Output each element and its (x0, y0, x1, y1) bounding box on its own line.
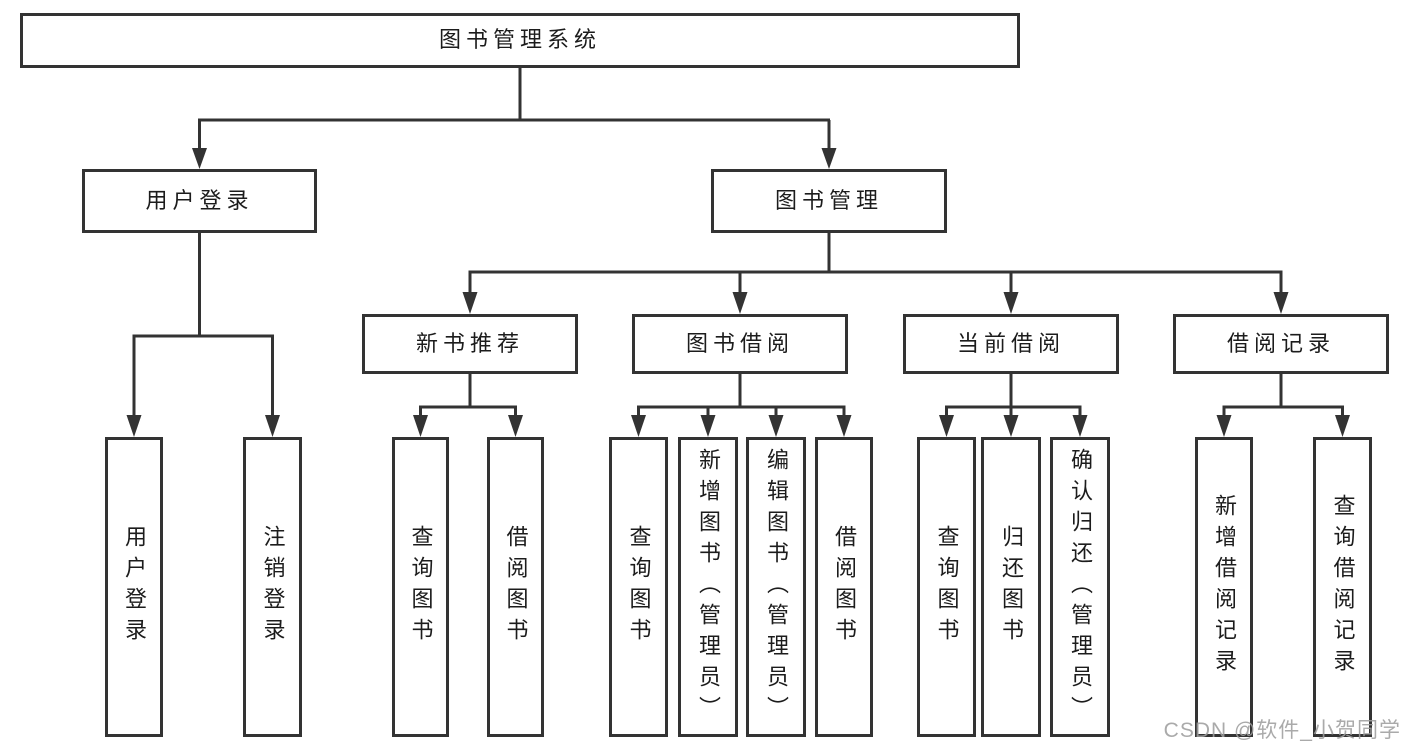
node-label: 借阅记录 (1226, 330, 1335, 356)
node-user-login-leaf: 用户登录 (105, 437, 163, 737)
node-book-borrow: 图书借阅 (632, 314, 848, 374)
connector-book-borrow-to-children (637, 373, 846, 419)
node-logout-leaf: 注销登录 (243, 437, 302, 737)
node-label: 注销登录 (260, 525, 286, 649)
node-label: 借阅图书 (832, 525, 857, 649)
connector-book-management-to-level3 (468, 232, 1283, 296)
node-label: 归还图书 (999, 525, 1024, 649)
node-library-management-system: 图书管理系统 (20, 13, 1020, 68)
node-label: 查询图书 (408, 525, 434, 649)
node-nbr-borrow-books: 借阅图书 (487, 437, 544, 737)
arrowheads-level3 (462, 292, 1289, 314)
node-br-search-borrow-record: 查询借阅记录 (1313, 437, 1372, 737)
node-bb-add-books-admin: 新增图书（管理员） (678, 437, 738, 737)
node-bb-borrow-books: 借阅图书 (815, 437, 873, 737)
arrowheads-leaves (126, 415, 1350, 437)
node-new-book-recommend: 新书推荐 (362, 314, 578, 374)
node-cb-search-books: 查询图书 (917, 437, 976, 737)
arrowheads-level2 (192, 148, 837, 169)
node-label: 图书管理系统 (438, 27, 601, 53)
node-borrow-records: 借阅记录 (1173, 314, 1389, 374)
node-label: 新增图书（管理员） (696, 447, 721, 727)
node-nbr-search-books: 查询图书 (392, 437, 449, 737)
node-bb-edit-books-admin: 编辑图书（管理员） (746, 437, 806, 737)
node-label: 编辑图书（管理员） (764, 447, 789, 727)
node-label: 用户登录 (122, 525, 147, 649)
node-br-add-borrow-record: 新增借阅记录 (1195, 437, 1253, 737)
node-label: 图书借阅 (685, 330, 794, 356)
node-label: 借阅图书 (503, 525, 529, 649)
connector-current-borrow-to-children (945, 373, 1082, 419)
node-label: 新增借阅记录 (1212, 494, 1237, 680)
node-current-borrow: 当前借阅 (903, 314, 1119, 374)
node-user-login: 用户登录 (82, 169, 317, 233)
node-cb-return-books: 归还图书 (981, 437, 1041, 737)
node-label: 查询图书 (626, 525, 652, 649)
connector-root-to-level2 (198, 68, 831, 151)
node-label: 查询借阅记录 (1330, 494, 1356, 680)
connector-new-book-recommend-to-children (419, 373, 517, 419)
connector-user-login-to-children (132, 232, 274, 419)
node-label: 查询图书 (934, 525, 960, 649)
node-label: 图书管理 (774, 187, 883, 213)
connector-borrow-records-to-children (1222, 373, 1344, 419)
watermark: CSDN @软件_小贺同学 (1163, 719, 1401, 742)
node-label: 当前借阅 (956, 330, 1065, 356)
node-bb-search-books: 查询图书 (609, 437, 668, 737)
node-label: 用户登录 (145, 187, 254, 213)
node-label: 确认归还（管理员） (1068, 447, 1093, 727)
node-cb-confirm-return-admin: 确认归还（管理员） (1050, 437, 1110, 737)
node-label: 新书推荐 (415, 330, 524, 356)
node-book-management: 图书管理 (711, 169, 947, 233)
